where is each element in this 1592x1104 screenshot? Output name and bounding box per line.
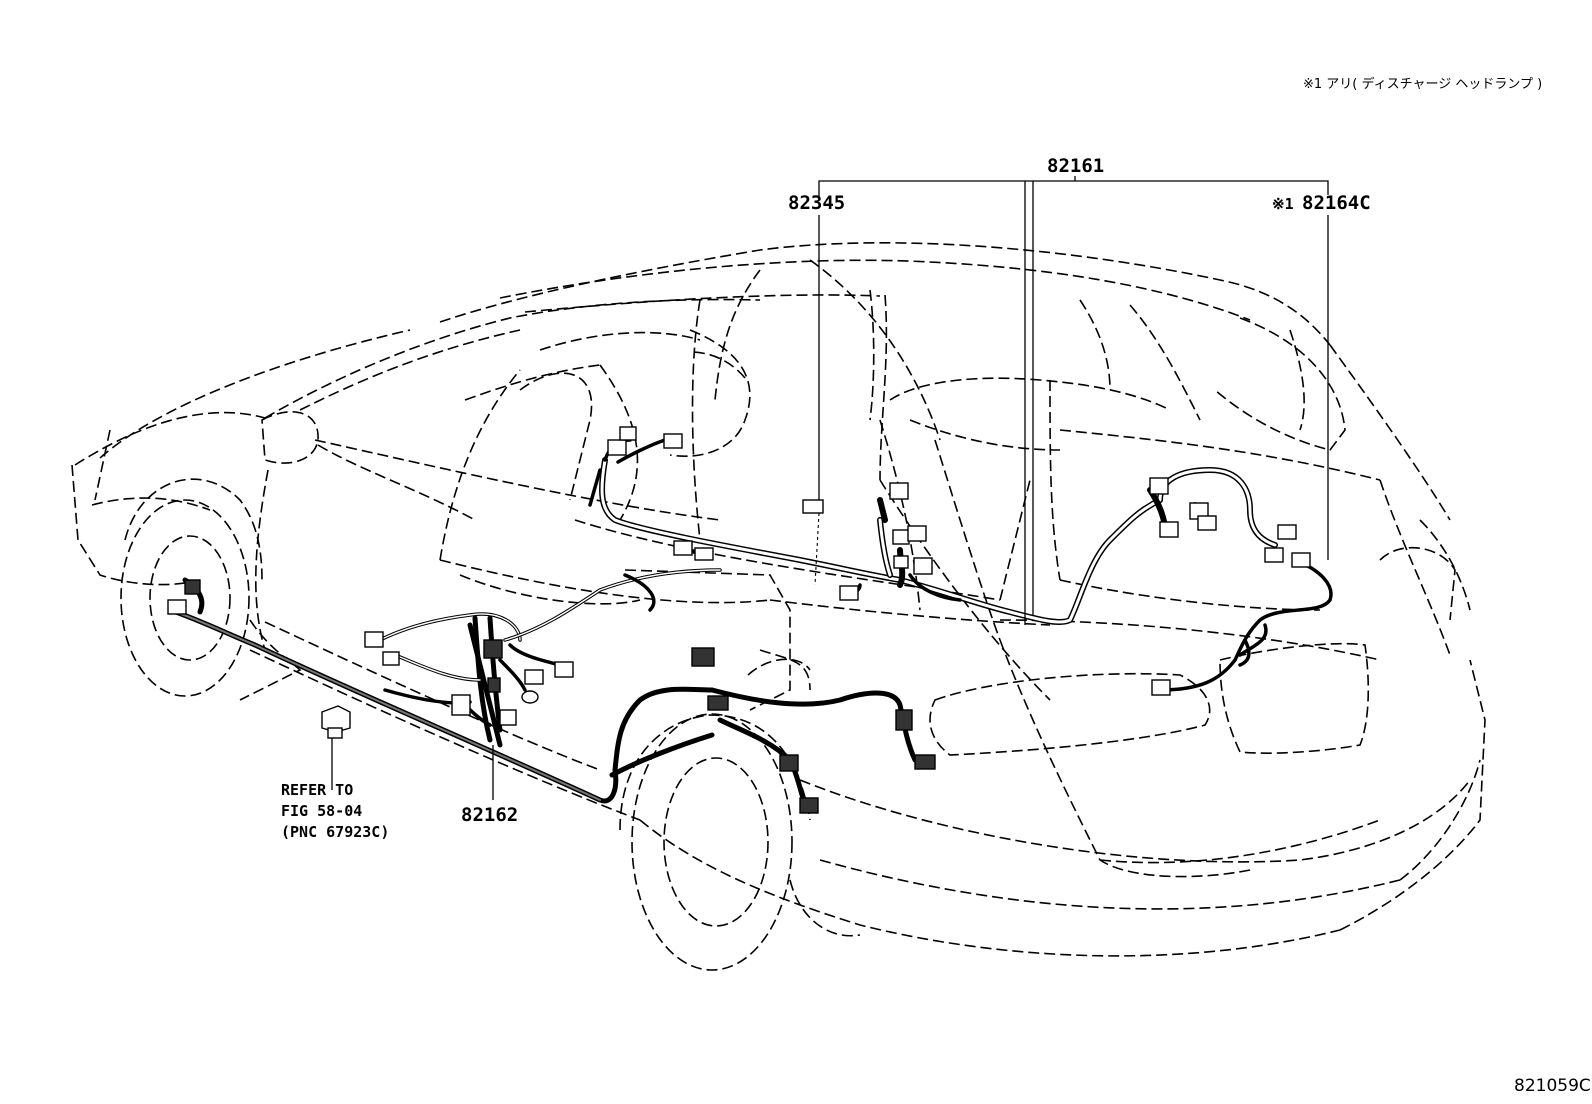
refer-to-line-3: (PNC 67923C) [281, 823, 389, 841]
connector-82345 [802, 499, 824, 514]
connector [907, 525, 927, 542]
connector [483, 639, 503, 659]
connector [619, 426, 637, 441]
connector [889, 482, 909, 500]
connector [913, 557, 933, 575]
harness-82161 [588, 438, 1333, 692]
connector [707, 695, 729, 711]
connector [1151, 679, 1171, 696]
connector [554, 661, 574, 678]
connector [184, 579, 201, 595]
car-body-outline [71, 242, 1486, 971]
connector [524, 669, 544, 685]
connector [673, 540, 693, 556]
connector [487, 677, 501, 693]
label-82164c-mark: ※1 [1272, 195, 1294, 213]
connector [1159, 521, 1179, 538]
connector [893, 555, 909, 569]
connector [521, 690, 539, 704]
refer-to-line-1: REFER TO [281, 781, 353, 799]
connector [1291, 552, 1311, 568]
connector [691, 647, 715, 667]
connectors [167, 426, 1311, 814]
leader-lines [331, 176, 1329, 800]
connector [1264, 547, 1284, 563]
connector [779, 754, 799, 772]
label-82162: 82162 [461, 804, 518, 826]
sensor-part-base [327, 727, 343, 739]
sensor-part [321, 705, 351, 733]
label-82161: 82161 [1047, 155, 1104, 177]
connector [694, 547, 714, 561]
connector [1197, 515, 1217, 531]
connector [839, 585, 859, 601]
text-labels: ※1 アリ( ディスチャージ ヘッドランプ ) 82161 82345 ※1 8… [281, 76, 1591, 1096]
connector [1149, 477, 1169, 495]
connector [499, 709, 517, 726]
figure-code: 821059C [1514, 1076, 1591, 1096]
connector [364, 631, 384, 648]
label-82164c: 82164C [1302, 192, 1371, 214]
connector [1277, 524, 1297, 540]
discharge-headlamp-note: ※1 アリ( ディスチャージ ヘッドランプ ) [1303, 76, 1542, 92]
connector [663, 433, 683, 449]
connector [914, 754, 936, 770]
harness-82162 [167, 568, 918, 813]
connector [382, 651, 400, 666]
refer-to-line-2: FIG 58-04 [281, 802, 362, 820]
label-82345: 82345 [788, 192, 845, 214]
connector [607, 439, 627, 456]
connector [451, 694, 471, 716]
connector [892, 529, 910, 545]
connector [895, 709, 913, 731]
connector [799, 797, 819, 814]
connector [167, 599, 187, 615]
